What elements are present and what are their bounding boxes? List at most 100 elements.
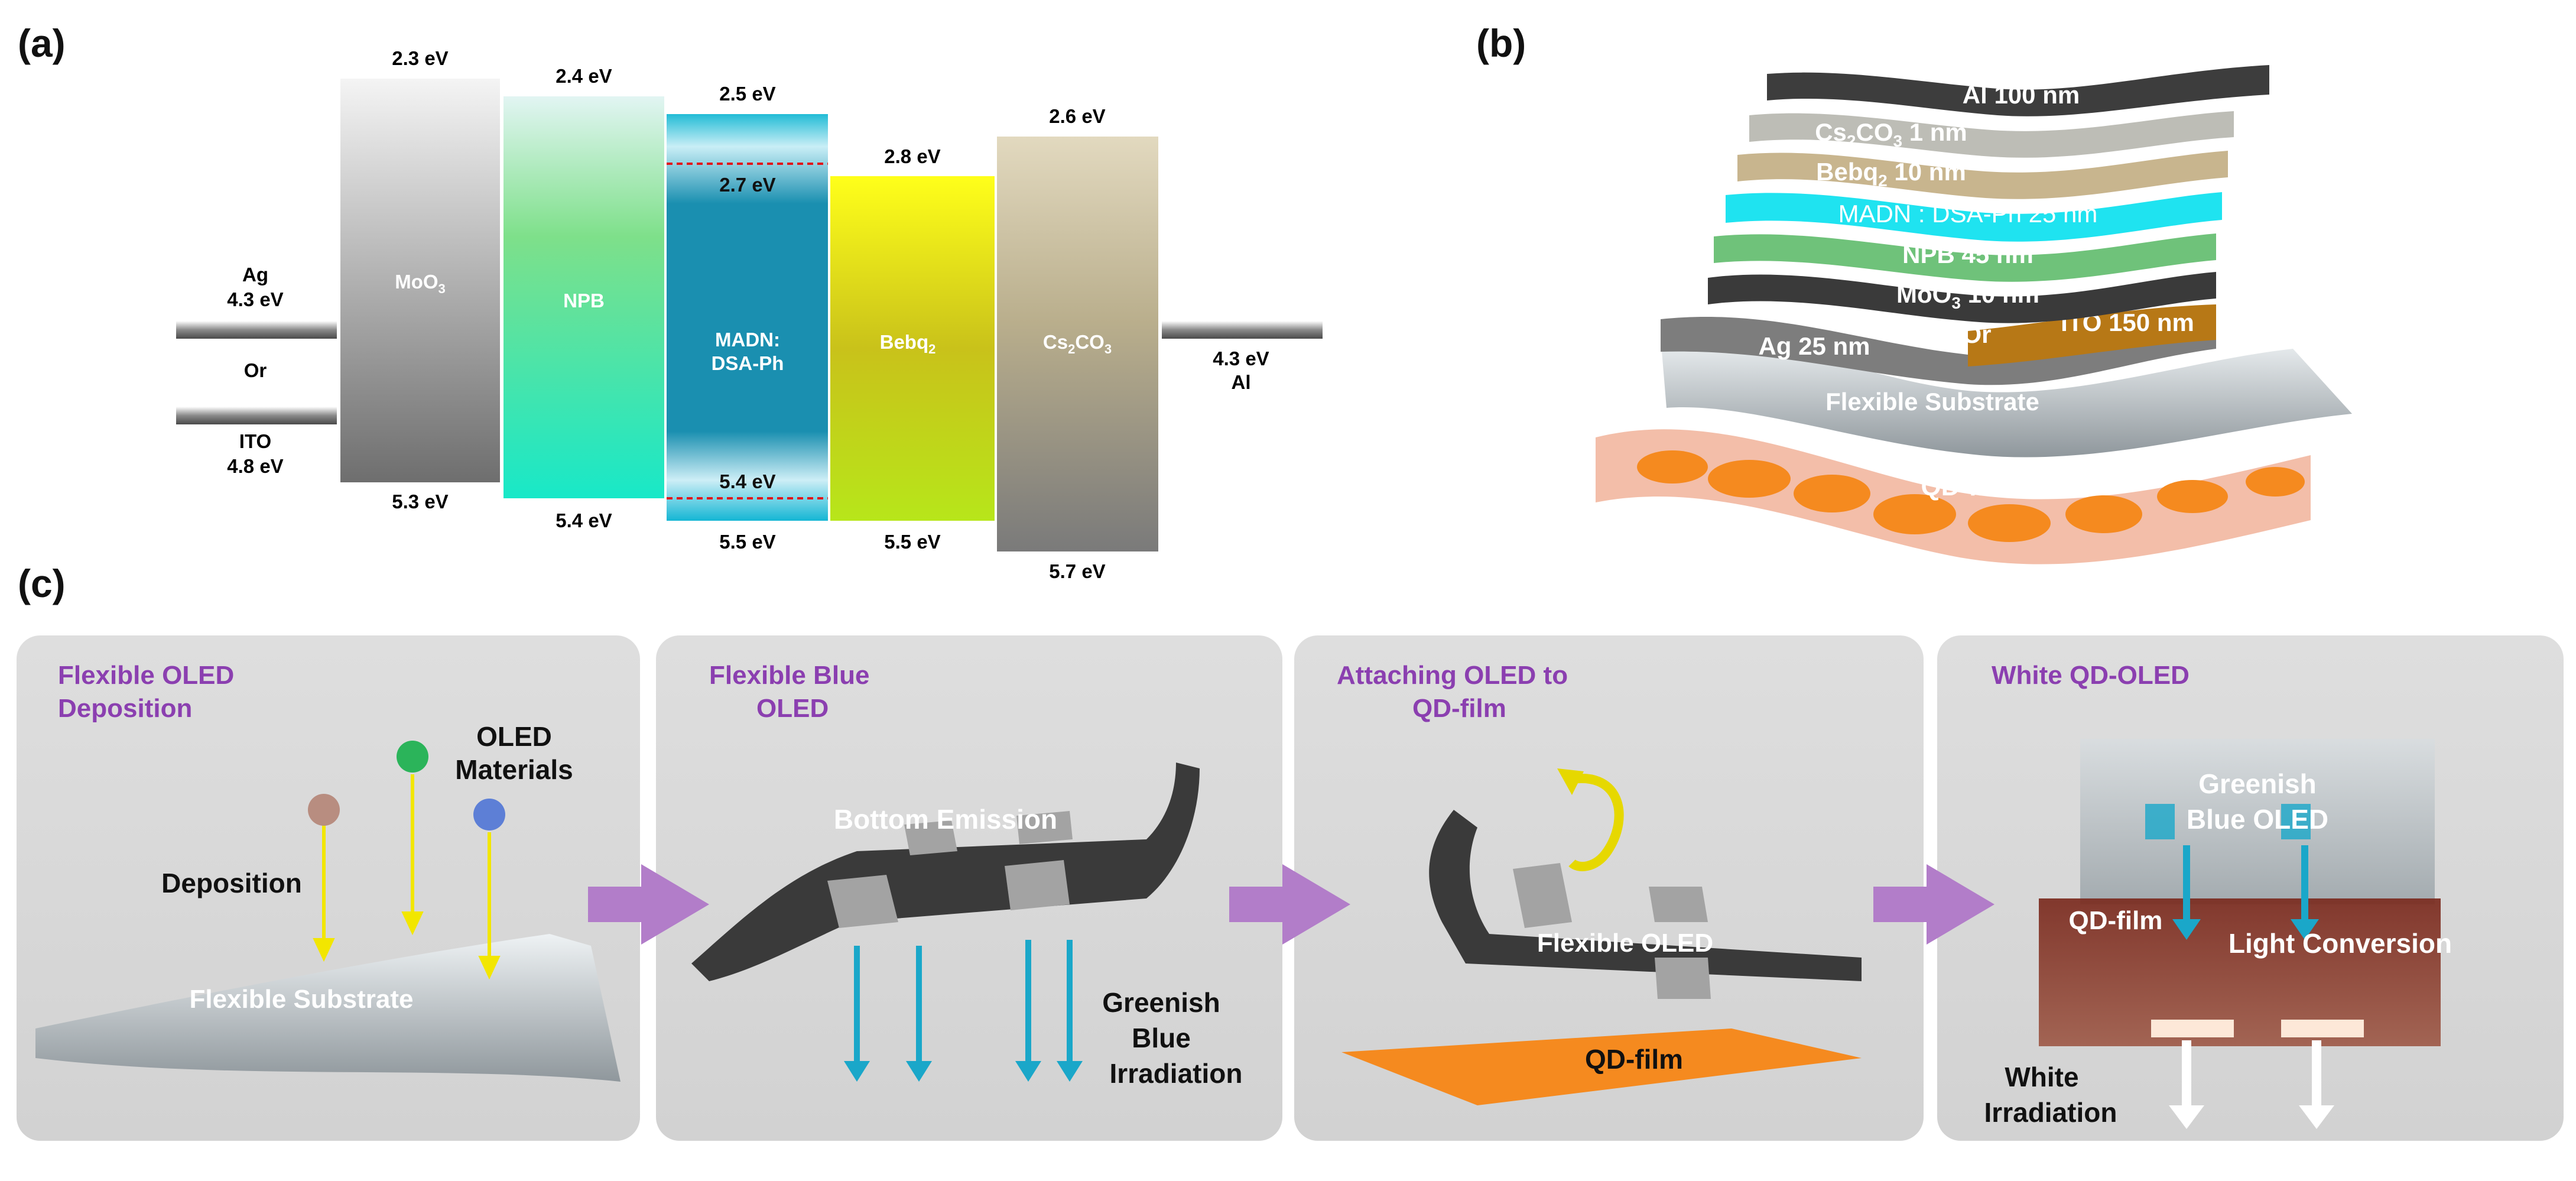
step4-white-light xyxy=(2182,1040,2321,1111)
stack-npb-layer xyxy=(1714,233,2216,282)
step3-flexible-oled-label: Flexible OLED xyxy=(1537,929,1713,958)
bebq2-band xyxy=(830,176,995,521)
cs2co3-name: Cs2CO3 xyxy=(1043,331,1112,356)
al-value: 4.3 eV xyxy=(1213,348,1269,369)
step3-electrodes xyxy=(1513,863,1711,999)
step2-oled-sheet xyxy=(691,763,1200,981)
madn-homo: 5.5 eV xyxy=(719,531,775,553)
process-arrow-1 xyxy=(588,864,709,945)
panel-label-b: (b) xyxy=(1476,21,1526,65)
step1-flexible-substrate xyxy=(35,934,621,1082)
step3-title-line2: QD-film xyxy=(1412,694,1506,723)
step3-bending-arrowhead xyxy=(1557,768,1584,795)
stack-or-label: Or xyxy=(1962,320,1991,348)
step4-qd-label: QD-film xyxy=(2069,906,2163,935)
stack-bebq2-layer xyxy=(1737,151,2228,199)
step4-pixel-right xyxy=(2281,804,2311,839)
step2-irradiation-line2: Blue xyxy=(1132,1023,1191,1053)
step2-electrodes xyxy=(827,811,1073,928)
qd-film-layer xyxy=(1596,429,2311,564)
ag-layer xyxy=(1661,316,2216,385)
stack-bebq2-label: Bebq2 10 nm xyxy=(1816,158,1966,190)
moo3-lumo: 2.3 eV xyxy=(392,47,448,69)
step4-output-pixel-left xyxy=(2151,1020,2234,1037)
stack-qd-label: QD-film xyxy=(1921,472,2015,501)
step1-title-line2: Deposition xyxy=(58,694,192,723)
madn-lumo: 2.5 eV xyxy=(719,83,775,105)
qd-particles xyxy=(1637,450,2305,542)
deposition-label: Deposition xyxy=(161,868,302,898)
step3-title-line1: Attaching OLED to xyxy=(1337,661,1568,690)
stack-moo3-label: MoO3 10 nm xyxy=(1896,280,2039,312)
ito-value: 4.8 eV xyxy=(227,455,283,477)
step1-title-line1: Flexible OLED xyxy=(58,661,234,690)
process-arrow-3 xyxy=(1873,864,1994,945)
panel-label-a: (a) xyxy=(18,21,66,65)
madn-name: MADN: xyxy=(715,329,780,351)
step4-qd-block xyxy=(2039,898,2441,1046)
step2-arrowheads xyxy=(844,1061,1083,1082)
al-electrode-bar xyxy=(1162,321,1323,339)
oled-materials-line1: OLED xyxy=(476,721,552,752)
step4-output-pixel-right xyxy=(2281,1020,2364,1037)
ito-electrode-bar xyxy=(176,407,337,424)
flexible-substrate-layer xyxy=(1661,336,2352,458)
step4-blue-arrowheads xyxy=(2172,919,2319,940)
step4-oled-block xyxy=(2080,739,2435,904)
stack-madn-label: MADN : DSA-Ph 25 nm xyxy=(1838,200,2098,228)
ag-electrode-bar xyxy=(176,321,337,339)
bottom-emission-label: Bottom Emission xyxy=(834,804,1057,835)
or-label: Or xyxy=(244,359,267,381)
npb-name: NPB xyxy=(563,290,605,312)
oled-materials-line2: Materials xyxy=(455,754,573,785)
npb-band xyxy=(503,96,664,498)
madn-band xyxy=(667,114,828,521)
material-sphere-blue xyxy=(473,799,505,830)
step3-qd-film xyxy=(1341,1028,1862,1105)
step4-white-arrowheads xyxy=(2169,1105,2334,1129)
dsaph-homo: 5.4 eV xyxy=(719,471,775,492)
moo3-band xyxy=(340,79,500,482)
step3-box xyxy=(1294,635,1924,1141)
al-label: Al xyxy=(1232,371,1251,393)
deposition-arrows xyxy=(313,774,501,980)
stack-npb-label: NPB 45 nm xyxy=(1902,241,2033,268)
moo3-homo: 5.3 eV xyxy=(392,491,448,512)
npb-homo: 5.4 eV xyxy=(556,510,612,531)
ito-layer xyxy=(1968,304,2216,366)
step1-substrate-label: Flexible Substrate xyxy=(189,985,413,1014)
process-arrow-2 xyxy=(1229,864,1350,945)
dsaph-name: DSA-Ph xyxy=(712,352,784,374)
stack-cs2co3-label: Cs2CO3 1 nm xyxy=(1815,118,1967,150)
step4-blue-light xyxy=(2183,845,2308,922)
stack-ag-label: Ag 25 nm xyxy=(1758,332,1870,360)
step4-title: White QD-OLED xyxy=(1992,661,2190,690)
step2-title-line1: Flexible Blue xyxy=(709,661,869,690)
bebq2-homo: 5.5 eV xyxy=(884,531,940,553)
stack-al-layer xyxy=(1767,65,2269,116)
panel-label-c: (c) xyxy=(18,562,66,605)
step2-irradiation-line3: Irradiation xyxy=(1110,1058,1243,1089)
step4-pixel-left xyxy=(2145,804,2175,839)
step3-bending-arrow xyxy=(1565,773,1624,871)
step4-oled-line2: Blue OLED xyxy=(2187,804,2328,835)
ag-label: Ag xyxy=(242,264,268,285)
step2-irradiation-line1: Greenish xyxy=(1102,987,1220,1018)
cs2co3-band xyxy=(997,137,1158,551)
stack-cs2co3-layer xyxy=(1749,111,2234,158)
material-sphere-brown xyxy=(308,794,340,826)
step4-white-line2: Irradiation xyxy=(1984,1097,2117,1128)
step4-conversion-label: Light Conversion xyxy=(2229,928,2452,959)
stack-moo3-layer xyxy=(1708,272,2216,323)
step3-qd-label: QD-film xyxy=(1585,1044,1683,1075)
step3-flexible-oled-sheet xyxy=(1429,810,1862,981)
bebq2-lumo: 2.8 eV xyxy=(884,145,940,167)
dsaph-lumo: 2.7 eV xyxy=(719,174,775,196)
stack-substrate-label: Flexible Substrate xyxy=(1825,388,2039,416)
step4-white-line1: White xyxy=(2005,1062,2078,1092)
cs2co3-homo: 5.7 eV xyxy=(1049,560,1105,582)
step4-oled-line1: Greenish xyxy=(2198,768,2316,799)
step2-title-line2: OLED xyxy=(756,694,829,723)
